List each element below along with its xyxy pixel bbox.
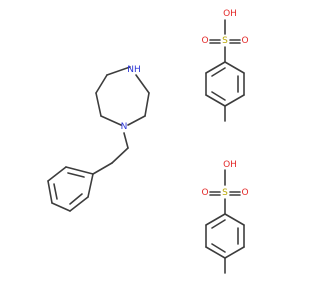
bond	[100, 115, 122, 126]
s-atom-label: S	[222, 188, 228, 198]
diazepane-molecule: NH N	[47, 65, 150, 212]
s-atom-label: S	[222, 36, 228, 46]
bond	[53, 183, 58, 200]
bond	[69, 196, 89, 212]
bond	[205, 213, 226, 226]
bond	[87, 173, 94, 198]
tosic-acid-molecule-top: OH O S O	[201, 9, 249, 122]
bond	[47, 166, 67, 182]
bond	[123, 132, 129, 149]
tosic-acid-molecule-bottom: OH O S O	[201, 160, 249, 274]
bond	[211, 243, 226, 253]
o-atom-label: O	[241, 36, 248, 46]
bond	[69, 193, 83, 205]
bond	[211, 91, 226, 101]
o-atom-label: O	[201, 36, 208, 46]
n-atom-label: N	[121, 122, 128, 132]
o-atom-label: O	[201, 188, 208, 198]
bond	[205, 94, 226, 107]
bond	[95, 74, 108, 94]
bond	[127, 115, 146, 126]
nh-atom-label: NH	[127, 65, 141, 75]
bond	[67, 172, 85, 178]
bond	[224, 246, 245, 259]
molecule-canvas: NH N OH O S O	[47, 9, 249, 274]
o-atom-label: O	[241, 188, 248, 198]
bond	[224, 213, 245, 226]
bond	[224, 94, 245, 107]
bond	[211, 67, 226, 77]
oh-atom-label: OH	[223, 160, 237, 170]
bond	[135, 74, 150, 94]
bond	[205, 246, 226, 259]
bond	[144, 92, 150, 117]
bond	[92, 162, 113, 175]
structure-svg: NH N OH O S O	[47, 9, 249, 274]
bond	[111, 147, 129, 164]
bond	[95, 92, 102, 117]
bond	[47, 180, 53, 204]
bond	[106, 66, 131, 76]
bond	[65, 166, 94, 175]
bond	[224, 61, 245, 74]
bond	[51, 202, 71, 212]
oh-atom-label: OH	[223, 9, 237, 19]
bond	[211, 219, 226, 229]
bond	[205, 61, 226, 74]
